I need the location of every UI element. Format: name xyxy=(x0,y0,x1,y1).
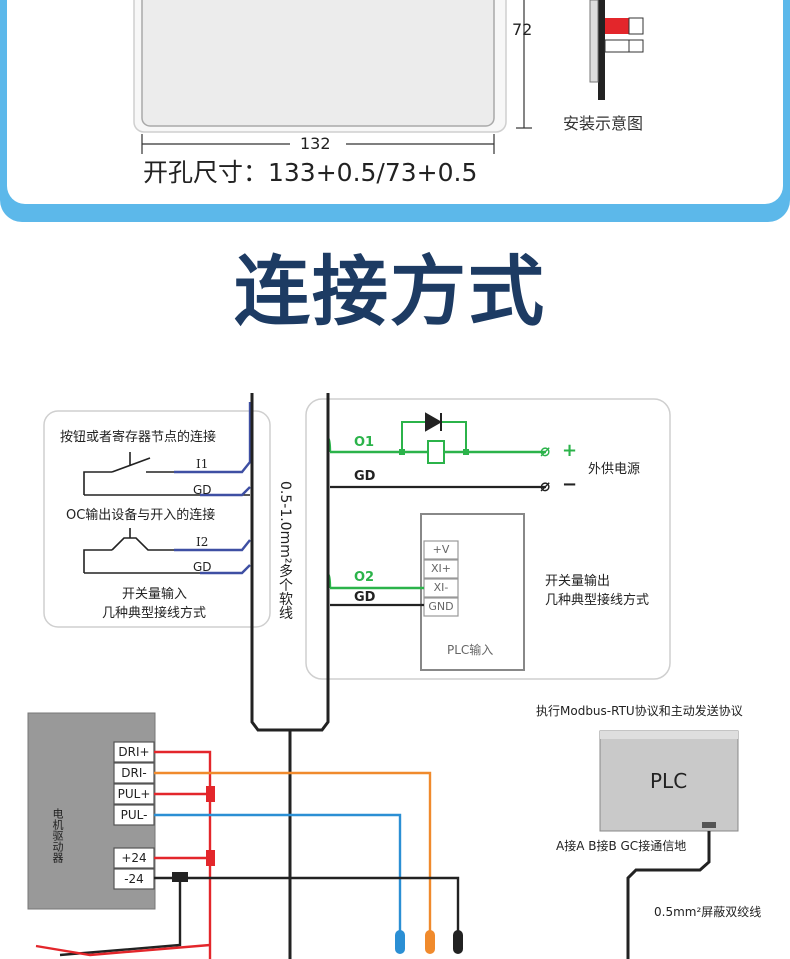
cable-bundle xyxy=(250,393,330,959)
plc-pin-ximinus: XI- xyxy=(433,581,449,594)
wire-i1 xyxy=(174,402,252,474)
pin-24v-minus: -24 xyxy=(124,872,144,886)
pin-dri-minus: DRI- xyxy=(121,766,147,780)
wire-pul-minus xyxy=(154,813,402,938)
plc-port xyxy=(702,822,716,828)
plus-sign: + xyxy=(562,440,578,461)
switch-output-caption-1: 开关量输出 xyxy=(545,574,611,589)
red-connector-1 xyxy=(206,786,215,802)
wire-dri-minus xyxy=(154,771,432,938)
wire-gd2 xyxy=(200,564,251,575)
black-terminal xyxy=(453,930,463,954)
motor-driver-label: 电机驱动器 xyxy=(51,808,64,863)
plc-pin-gnd: GND xyxy=(428,600,454,613)
terminal-plus-symbol: ⌀ xyxy=(540,441,551,461)
switch-input-caption-2: 几种典型接线方式 xyxy=(102,606,207,621)
plc-label: PLC xyxy=(650,769,688,793)
wire-dri-plus xyxy=(154,750,212,959)
label-i1: I1 xyxy=(196,457,209,471)
pin-pul-minus: PUL- xyxy=(120,808,148,822)
pin-24v-plus: +24 xyxy=(121,851,147,865)
switch-input-caption-1: 开关量输入 xyxy=(122,587,188,602)
blue-terminal xyxy=(395,930,405,954)
plc-pin-xiplus: XI+ xyxy=(431,562,451,575)
cable-label: 0.5-1.0mm²多个软线 xyxy=(277,481,293,620)
cutout-size-text: 开孔尺寸：133+0.5/73+0.5 xyxy=(143,158,478,187)
height-dimension-line xyxy=(516,0,532,129)
label-gd-2: GD xyxy=(193,560,212,574)
button-connection-title: 按钮或者寄存器节点的连接 xyxy=(60,430,217,445)
wire-24v-minus xyxy=(154,876,460,938)
dimension-height: 72 xyxy=(512,20,533,39)
plc-input-label: PLC输入 xyxy=(447,643,494,657)
plc-box xyxy=(599,730,739,832)
plc-wiring-label: A接A B接B GC接通信地 xyxy=(556,839,687,853)
external-power-label: 外供电源 xyxy=(588,462,641,477)
red-connector-2 xyxy=(206,850,215,866)
black-connector xyxy=(172,872,188,882)
section-title: 连接方式 xyxy=(234,247,546,336)
plc-protocol-label: 执行Modbus-RTU协议和主动发送协议 xyxy=(536,704,743,718)
oc-circuit xyxy=(83,528,200,574)
pin-dri-plus: DRI+ xyxy=(118,745,150,759)
oc-connection-title: OC输出设备与开入的连接 xyxy=(66,508,216,523)
label-o1: O1 xyxy=(354,435,375,450)
orange-terminal xyxy=(425,930,435,954)
minus-sign: − xyxy=(562,474,578,495)
diode-relay xyxy=(401,412,467,464)
label-o2: O2 xyxy=(354,570,375,585)
install-diagram-label: 安装示意图 xyxy=(563,114,644,133)
label-gd-power: GD xyxy=(354,469,376,484)
pin-pul-plus: PUL+ xyxy=(117,787,151,801)
plc-cable-label: 0.5mm²屏蔽双绞线 xyxy=(654,905,762,919)
label-gd-1: GD xyxy=(193,483,212,497)
switch-output-caption-2: 几种典型接线方式 xyxy=(545,593,650,608)
panel-front-view xyxy=(133,0,507,133)
install-side-view xyxy=(589,0,644,100)
label-gd-plc: GD xyxy=(354,590,376,605)
terminal-minus-symbol: ⌀ xyxy=(540,476,551,496)
plc-pin-vplus: +V xyxy=(432,543,450,556)
plc-input-pins xyxy=(423,540,459,617)
dimension-width: 132 xyxy=(300,134,331,153)
wire-i2 xyxy=(174,539,251,552)
wire-gd1 xyxy=(200,486,251,497)
label-i2: I2 xyxy=(196,535,209,549)
plc-cable xyxy=(626,831,711,959)
width-dimension-line xyxy=(141,134,495,154)
